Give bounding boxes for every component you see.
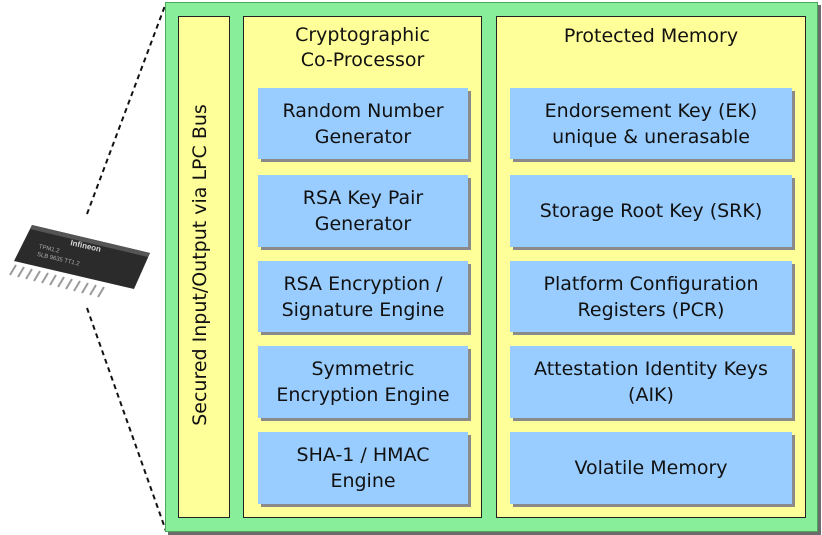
box-attestation-identity-keys: Attestation Identity Keys (AIK) — [510, 346, 792, 418]
protected-memory-title: Protected Memory — [563, 24, 739, 47]
zoom-line-bottom — [86, 307, 167, 532]
box-sha1-hmac-engine: SHA-1 / HMAC Engine — [258, 432, 468, 504]
box-platform-configuration-registers: Platform Configuration Registers (PCR) — [510, 261, 792, 332]
coprocessor-title: Cryptographic Co-Processor — [295, 24, 430, 71]
box-storage-root-key: Storage Root Key (SRK) — [510, 175, 792, 247]
tpm-chip-image: Infineon TPM1.2 SLB 9635 TT1.2 — [9, 225, 150, 298]
bus-panel — [178, 16, 230, 518]
box-rsa-key-pair-generator: RSA Key Pair Generator — [258, 175, 468, 247]
bus-label: Secured Input/Output via LPC Bus — [189, 104, 211, 426]
chip-marking-1: TPM1.2 — [38, 244, 60, 255]
box-endorsement-key: Endorsement Key (EK) unique & unerasable — [510, 88, 792, 159]
box-rsa-encryption-engine: RSA Encryption / Signature Engine — [258, 261, 468, 332]
zoom-line-top — [86, 2, 167, 215]
box-volatile-memory: Volatile Memory — [510, 432, 792, 504]
box-random-number-generator: Random Number Generator — [258, 88, 468, 159]
box-symmetric-encryption-engine: Symmetric Encryption Engine — [258, 346, 468, 418]
